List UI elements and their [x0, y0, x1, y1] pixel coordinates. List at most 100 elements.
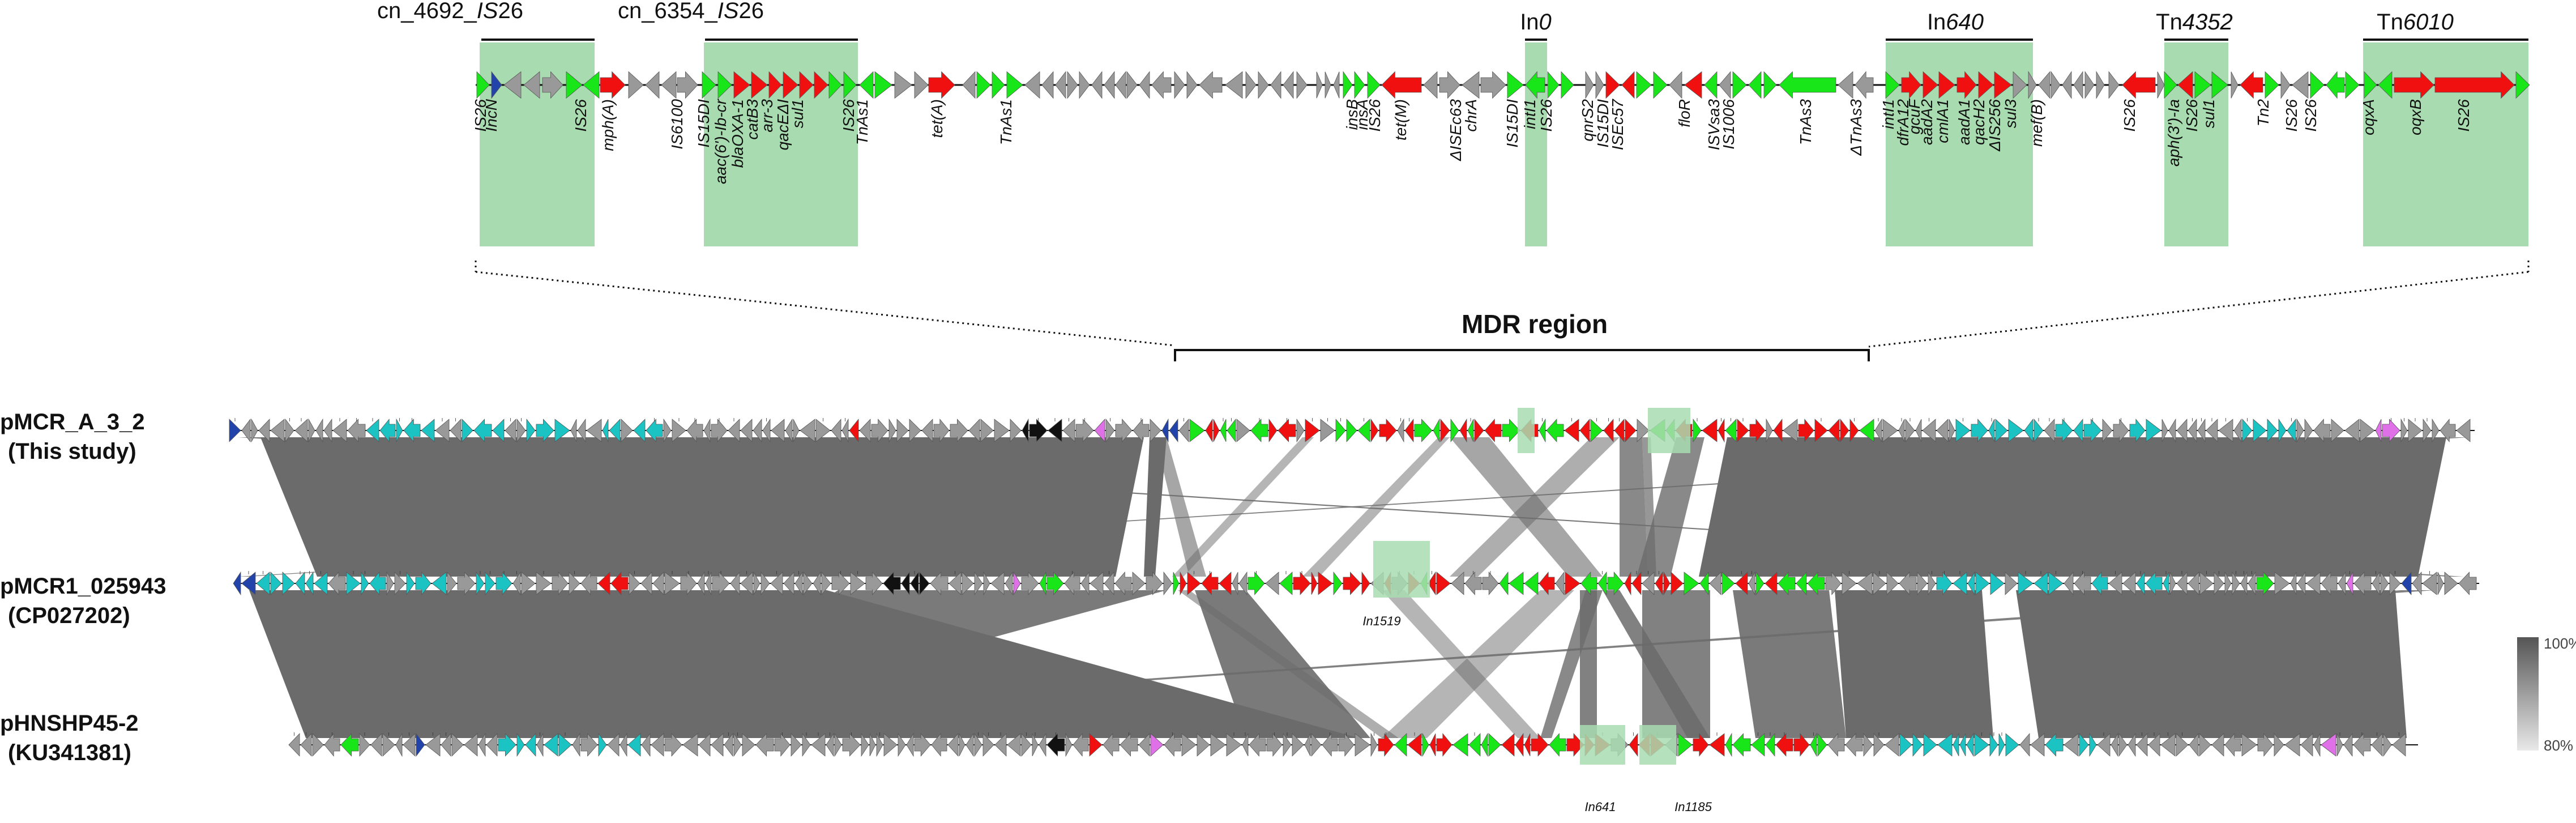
gene-arrow: [2005, 733, 2019, 757]
gene-arrow: [703, 418, 711, 443]
gene-arrow: [2176, 572, 2188, 595]
gene-arrow: [1989, 732, 1998, 757]
mdr-region-label: MDR region: [1462, 309, 1608, 339]
gene-arrow: [1451, 572, 1464, 595]
gene-arrow: [1817, 733, 1827, 757]
gene-arrow: [2408, 419, 2423, 442]
gene-arrow: [1807, 572, 1825, 595]
top-gene-label: chrA: [1462, 99, 1480, 132]
gene-arrow: [1595, 71, 1604, 99]
gene-arrow: [1642, 572, 1655, 595]
gene-arrow: [1333, 71, 1340, 99]
gene-arrow: [1624, 571, 1631, 596]
gene-arrow: [1629, 733, 1638, 757]
gene-arrow: [1436, 733, 1453, 757]
gene-arrow: [966, 732, 974, 757]
gene-arrow: [826, 732, 834, 757]
gene-arrow: [1236, 419, 1250, 442]
gene-arrow: [2274, 733, 2284, 757]
top-gene-label: mef(B): [2028, 99, 2045, 147]
synteny-band: [1195, 590, 1370, 738]
top-gene-label: ISEc57: [1609, 99, 1626, 151]
gene-arrow: [544, 733, 558, 757]
synteny-band: [1382, 590, 1574, 738]
synteny-band: [1144, 437, 1167, 577]
gene-arrow: [1343, 572, 1361, 595]
gene-arrow: [2401, 572, 2412, 595]
gene-arrow: [2313, 419, 2331, 442]
gene-arrow: [1370, 732, 1378, 757]
element-title: Tn6010: [2377, 10, 2454, 35]
gene-arrow: [711, 419, 728, 442]
gene-arrow: [947, 733, 959, 757]
gene-arrow: [1343, 71, 1353, 99]
gene-arrow: [1013, 571, 1021, 596]
gene-arrow: [983, 571, 990, 596]
gene-arrow: [1139, 71, 1150, 99]
gene-arrow: [570, 419, 577, 442]
gene-arrow: [1684, 572, 1699, 595]
gene-arrow: [831, 419, 841, 442]
gene-arrow: [2188, 572, 2199, 595]
gene-arrow: [1225, 71, 1243, 99]
gene-arrow: [2313, 732, 2321, 757]
gene-arrow: [340, 733, 359, 757]
gene-arrow: [976, 71, 991, 99]
gene-arrow: [1783, 419, 1798, 442]
gene-arrow: [1590, 419, 1603, 442]
zoom-connectors: [475, 261, 2530, 348]
gene-arrow: [1938, 71, 1955, 99]
gene-arrow: [2005, 572, 2018, 595]
gene-arrow: [328, 572, 346, 595]
gene-arrow: [1653, 71, 1668, 99]
gene-arrow: [323, 418, 332, 443]
synteny-band: [1540, 590, 1603, 738]
gene-arrow: [1959, 734, 1966, 756]
gene-arrow: [1219, 572, 1232, 595]
integron-label: In1519: [1362, 614, 1400, 628]
gene-arrow: [849, 419, 859, 442]
gene-arrow: [742, 733, 755, 757]
gene-arrow: [366, 419, 379, 442]
gene-arrow: [536, 572, 552, 595]
gene-arrow: [396, 418, 403, 443]
top-gene-label: ISVsa3: [1705, 99, 1723, 151]
gene-arrow: [1370, 418, 1379, 443]
gene-arrow: [1414, 419, 1433, 442]
gene-arrow: [1709, 733, 1725, 757]
gene-arrow: [288, 733, 300, 757]
gene-arrow: [2353, 733, 2371, 757]
gene-arrow: [645, 71, 660, 99]
gene-arrow: [664, 733, 682, 757]
gene-arrow: [2371, 733, 2383, 757]
top-gene-label: IS1006: [1720, 99, 1737, 150]
gene-arrow: [256, 572, 270, 595]
gene-arrow: [850, 572, 865, 595]
gene-arrow: [2013, 71, 2027, 99]
gene-arrow: [931, 733, 947, 757]
gene-arrow: [1245, 71, 1257, 99]
gene-arrow: [1046, 572, 1064, 595]
gene-arrow: [464, 733, 478, 757]
gene-arrow: [1488, 733, 1501, 757]
gene-arrow: [1357, 419, 1370, 442]
gene-arrow: [525, 733, 536, 757]
gene-arrow: [661, 71, 677, 99]
gene-arrow: [2382, 419, 2400, 442]
gene-arrow: [831, 572, 850, 595]
gene-arrow: [1482, 572, 1499, 595]
gene-arrow: [768, 71, 782, 99]
gene-arrow: [2389, 572, 2401, 595]
gene-arrow: [2321, 733, 2336, 757]
gene-arrow: [1636, 71, 1652, 99]
gene-arrow: [1499, 572, 1509, 595]
gene-arrow: [2194, 71, 2211, 99]
gene-arrow: [2375, 419, 2382, 442]
gene-arrow: [526, 419, 536, 442]
gene-arrow: [2164, 71, 2177, 99]
gene-arrow: [2199, 572, 2214, 595]
gene-arrow: [906, 732, 914, 757]
gene-arrow: [974, 571, 983, 596]
gene-arrow: [241, 419, 251, 442]
gene-arrow: [1566, 733, 1584, 757]
